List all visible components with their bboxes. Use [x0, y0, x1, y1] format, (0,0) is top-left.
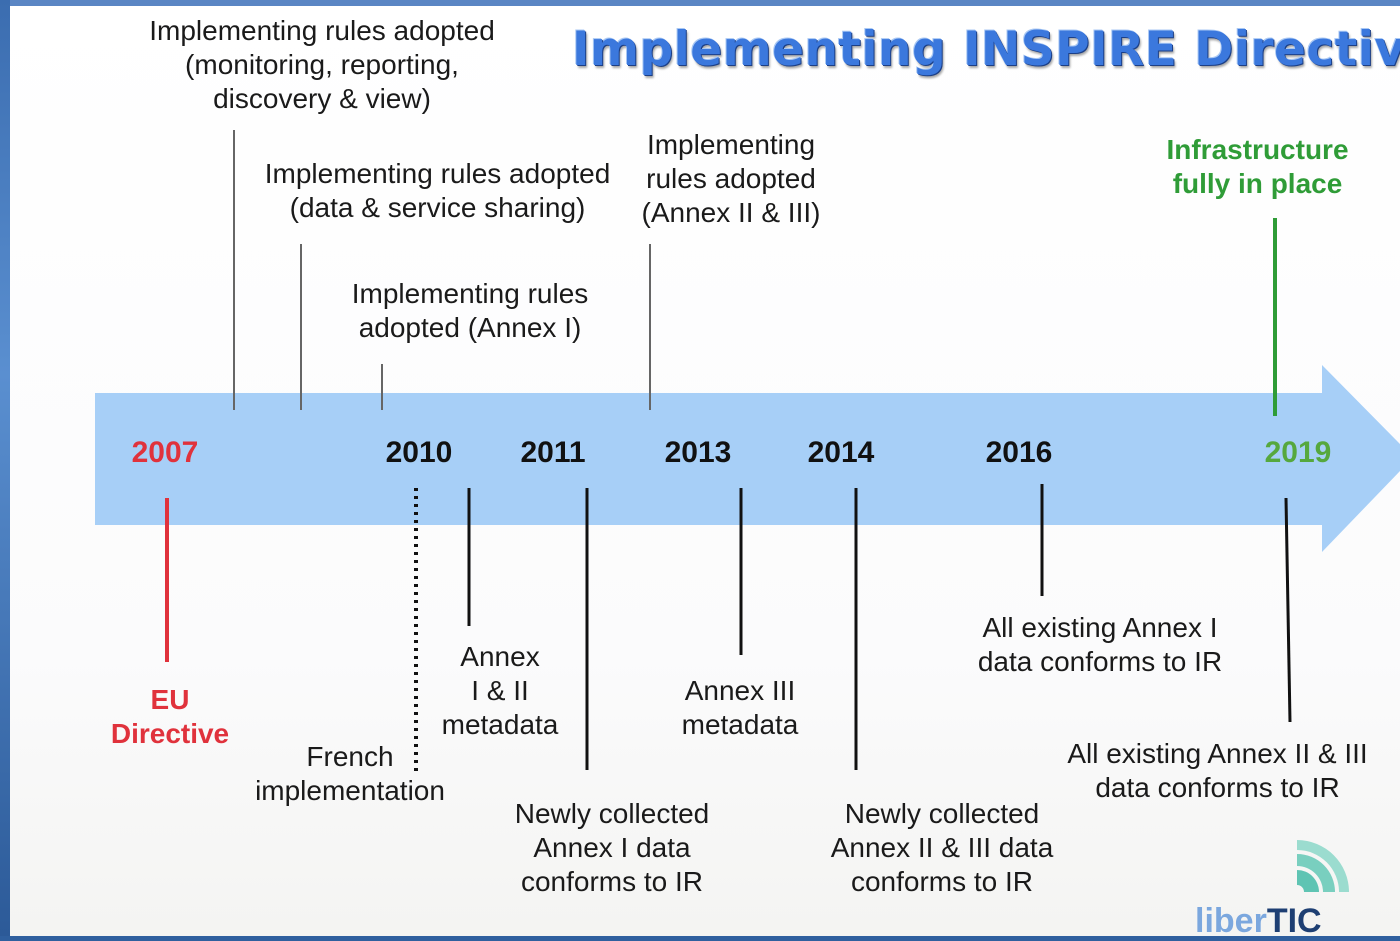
milestone-existing-annex-ii-iii: All existing Annex II & III data conform…: [1067, 738, 1368, 803]
milestone-annex-i-ii-metadata: Annex I & II metadata: [441, 641, 559, 740]
milestone-monitoring-discovery-view: Implementing rules adopted (monitoring, …: [149, 15, 495, 114]
milestone-newly-collected-annex-ii-iii: Newly collected Annex II & III data conf…: [830, 798, 1054, 897]
milestone-newly-collected-annex-i: Newly collected Annex I data conforms to…: [514, 798, 710, 897]
timeline-arrow: [95, 365, 1400, 552]
milestone-annex-i-rules: Implementing rules adopted (Annex I): [351, 278, 589, 343]
year-2007: 2007: [131, 436, 199, 469]
year-2013: 2013: [664, 436, 732, 469]
libertic-logo-icon: [1297, 840, 1349, 892]
window-frame-left: [0, 0, 10, 936]
connector-existing-annex-ii-iii: [1284, 497, 1292, 723]
milestone-french-implementation: French implementation: [255, 741, 445, 806]
milestone-eu-directive: EU Directive: [110, 684, 230, 749]
logo-text-liber: liber: [1195, 902, 1267, 940]
milestone-annex-ii-iii-rules: Implementing rules adopted (Annex II & I…: [641, 129, 821, 228]
year-2011: 2011: [520, 436, 586, 469]
libertic-logo: liberTIC: [1195, 902, 1322, 941]
slide-title: Implementing INSPIRE Directive: [572, 22, 1400, 77]
milestone-infrastructure-in-place: Infrastructure fully in place: [1166, 134, 1349, 199]
milestone-existing-annex-i: All existing Annex I data conforms to IR: [977, 612, 1223, 677]
window-frame-top: [0, 0, 1400, 6]
milestone-data-service-sharing: Implementing rules adopted (data & servi…: [264, 158, 611, 223]
year-2016: 2016: [985, 436, 1053, 469]
year-2014: 2014: [807, 436, 875, 469]
milestone-annex-iii-metadata: Annex III metadata: [681, 675, 799, 740]
logo-text-tic: TIC: [1266, 902, 1322, 940]
year-2010: 2010: [385, 436, 453, 469]
year-2019: 2019: [1264, 436, 1332, 469]
